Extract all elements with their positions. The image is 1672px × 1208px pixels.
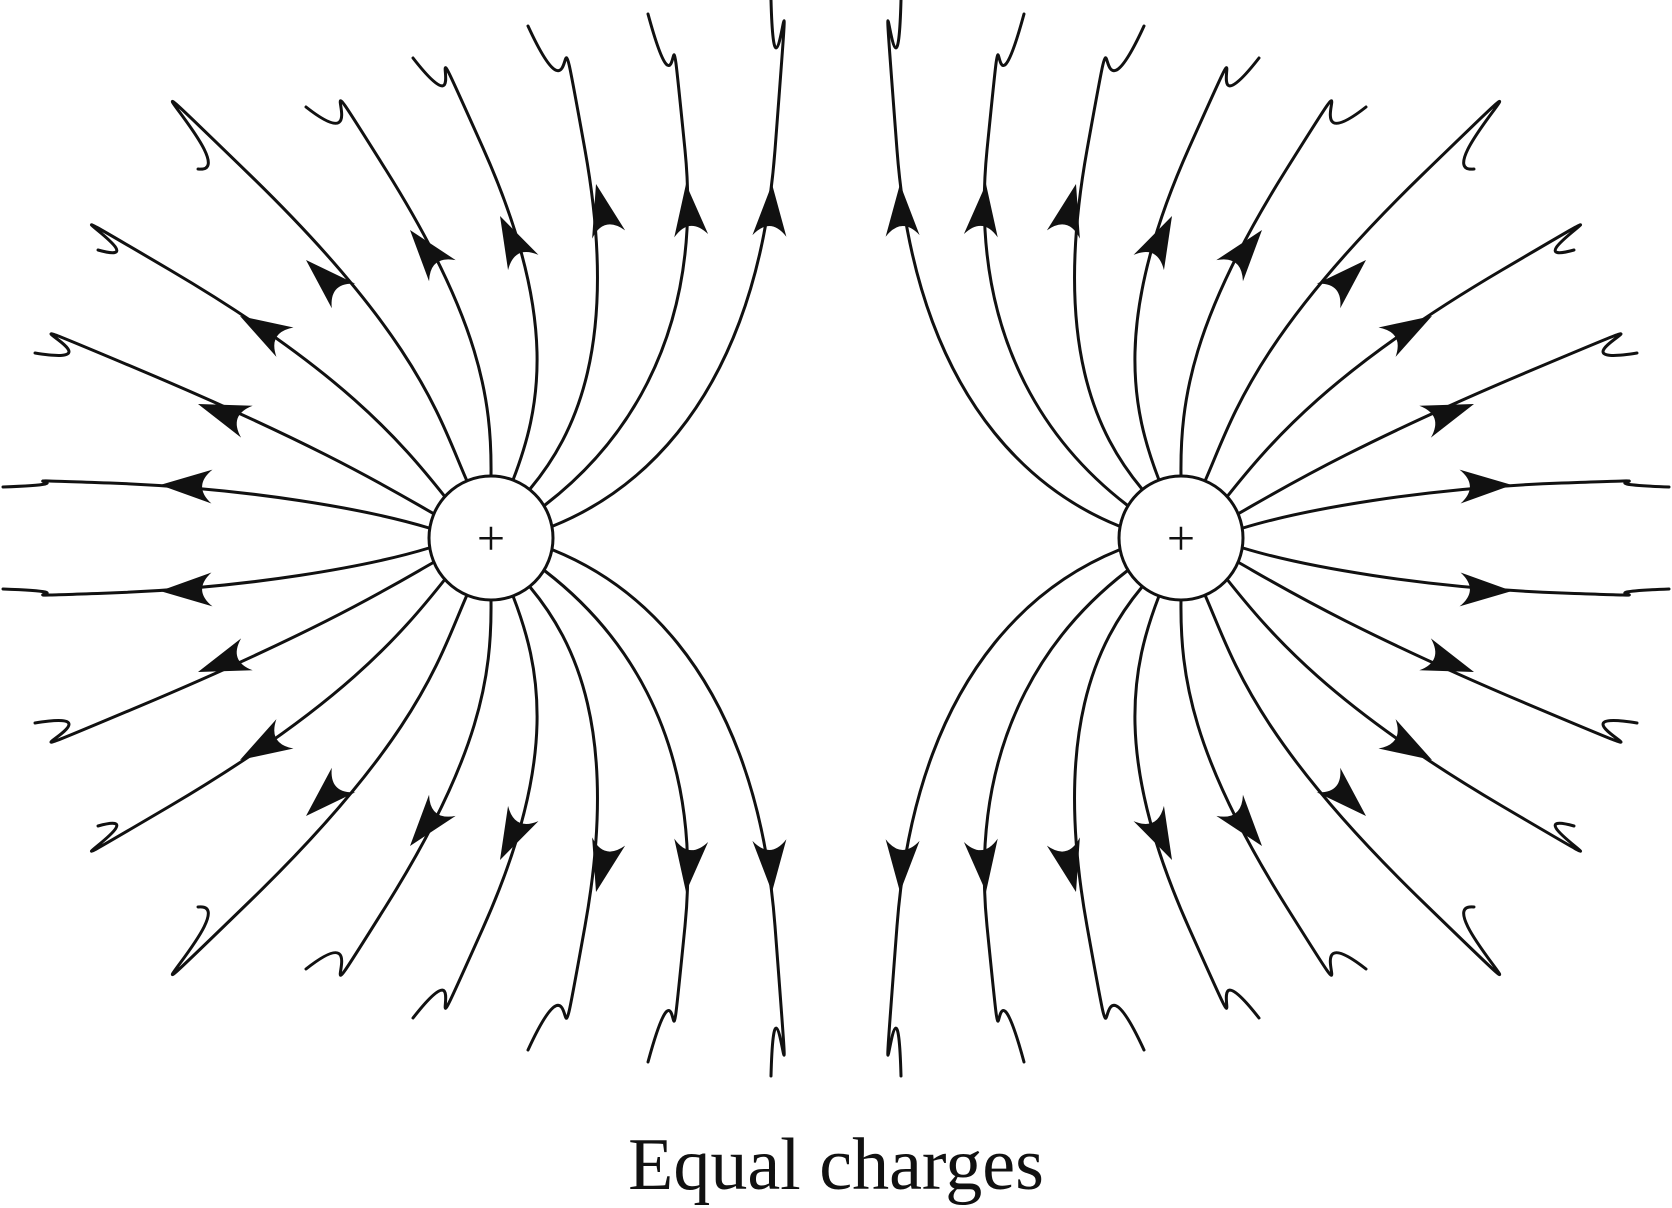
arrowhead-left-lower-5 (306, 767, 356, 816)
field-line-right-upper-1 (982, 12, 1129, 507)
field-line-left-upper-0 (551, 0, 786, 528)
arrowhead-left-upper-0 (752, 184, 787, 237)
arrowhead-left-upper-1 (674, 184, 709, 238)
arrowhead-right-upper-0 (885, 184, 920, 237)
arrowhead-right-lower-8 (1459, 572, 1512, 607)
field-line-left-lower-7 (33, 559, 438, 744)
field-lines (1, 0, 1671, 1078)
field-line-right-lower-7 (1234, 559, 1639, 744)
arrowhead-left-upper-4 (410, 230, 456, 282)
field-line-right-upper-0 (886, 0, 1121, 528)
arrowhead-right-upper-6 (1378, 316, 1432, 357)
field-line-right-upper-5 (1203, 100, 1502, 483)
arrowhead-right-lower-7 (1419, 638, 1474, 672)
field-line-left-upper-4 (304, 99, 493, 478)
arrowhead-left-lower-0 (752, 839, 787, 892)
arrowhead-right-lower-5 (1316, 767, 1366, 816)
arrowhead-right-lower-2 (1046, 837, 1080, 892)
field-line-left-lower-3 (411, 594, 539, 1020)
diagram-caption: Equal charges (628, 1124, 1044, 1206)
field-line-right-upper-7 (1234, 332, 1639, 517)
right-charge: + (1117, 474, 1245, 602)
left-charge-circle (427, 474, 555, 602)
arrowhead-right-lower-3 (1133, 805, 1172, 860)
arrowhead-left-upper-3 (500, 216, 539, 271)
field-line-right-lower-4 (1179, 598, 1368, 977)
field-line-right-lower-3 (1133, 594, 1261, 1020)
left-charge: + (427, 474, 555, 602)
arrowhead-left-upper-7 (198, 404, 253, 438)
arrowhead-right-upper-5 (1316, 260, 1366, 309)
field-line-left-lower-4 (304, 598, 493, 977)
field-line-left-lower-1 (543, 569, 690, 1064)
arrowhead-left-lower-8 (160, 572, 213, 607)
left-charge-sign: + (477, 510, 505, 566)
arrowhead-right-upper-4 (1216, 230, 1262, 282)
arrowhead-right-lower-6 (1378, 719, 1432, 760)
arrowhead-right-upper-8 (1459, 469, 1512, 504)
arrowhead-right-upper-1 (963, 184, 998, 238)
field-line-right-lower-5 (1203, 593, 1502, 976)
field-line-right-upper-4 (1179, 99, 1368, 478)
field-line-left-upper-3 (411, 56, 539, 482)
field-line-right-upper-3 (1133, 56, 1261, 482)
arrowhead-left-upper-8 (160, 469, 213, 504)
field-line-right-upper-6 (1224, 223, 1583, 500)
charges: + + (427, 474, 1245, 602)
field-line-left-upper-1 (543, 12, 690, 507)
arrowhead-left-lower-2 (592, 837, 626, 892)
field-line-left-upper-2 (526, 24, 599, 491)
arrowhead-left-lower-4 (410, 794, 456, 846)
arrowhead-left-lower-1 (674, 838, 709, 892)
field-line-left-upper-7 (33, 332, 438, 517)
right-charge-circle (1117, 474, 1245, 602)
field-line-right-lower-2 (1073, 585, 1146, 1052)
field-line-right-lower-1 (982, 569, 1129, 1064)
field-line-left-lower-8 (1, 546, 431, 597)
field-line-left-lower-2 (526, 585, 599, 1052)
arrowhead-right-upper-2 (1046, 184, 1080, 239)
field-line-right-lower-6 (1224, 576, 1583, 853)
field-line-left-upper-5 (170, 100, 469, 483)
right-charge-sign: + (1167, 510, 1195, 566)
field-line-right-upper-2 (1073, 24, 1146, 491)
field-line-left-upper-8 (1, 479, 431, 530)
arrowhead-left-lower-3 (500, 805, 539, 860)
arrowhead-left-upper-2 (592, 184, 626, 239)
arrowhead-left-upper-6 (240, 316, 294, 357)
arrowhead-right-lower-4 (1216, 794, 1262, 846)
arrowhead-left-lower-6 (240, 719, 294, 760)
arrowhead-right-upper-7 (1419, 404, 1474, 438)
field-line-left-lower-6 (89, 576, 448, 853)
field-line-right-lower-0 (886, 548, 1121, 1078)
arrowhead-left-upper-5 (306, 260, 356, 309)
field-line-left-upper-6 (89, 223, 448, 500)
field-line-left-lower-0 (551, 548, 786, 1078)
field-line-right-upper-8 (1241, 479, 1671, 530)
field-line-left-lower-5 (170, 593, 469, 976)
arrowhead-right-lower-1 (963, 838, 998, 892)
field-line-right-lower-8 (1241, 546, 1671, 597)
arrowhead-right-lower-0 (885, 839, 920, 892)
arrowhead-right-upper-3 (1133, 216, 1172, 271)
arrowhead-left-lower-7 (198, 638, 253, 672)
